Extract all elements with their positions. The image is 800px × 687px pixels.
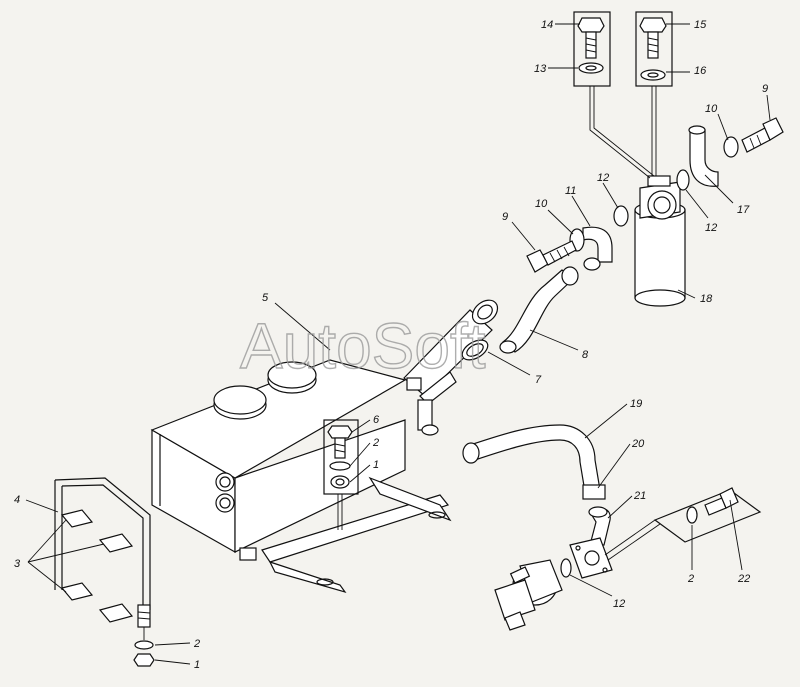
- flange: [569, 537, 613, 579]
- washer-12-right: [676, 169, 690, 191]
- fuel-tank: [150, 359, 407, 561]
- bolt-box-2-22: [604, 487, 762, 561]
- callout-10-left: 10: [535, 198, 548, 210]
- hose-19: [462, 424, 601, 493]
- callout-2-bottom: 2: [193, 638, 200, 650]
- nut-1-bottom: [133, 653, 155, 667]
- elbow-fitting-21: [588, 506, 611, 546]
- callout-19: 19: [630, 398, 642, 410]
- callout-10-right: 10: [705, 103, 718, 115]
- callout-1-tank: 1: [373, 459, 379, 471]
- washer-10-right: [723, 136, 739, 158]
- bolt-box-14-13: [573, 11, 611, 87]
- callout-12-pump: 12: [613, 598, 625, 610]
- washer-12-pump: [560, 558, 572, 578]
- fuel-pump: [494, 559, 563, 631]
- tank-bracket: [261, 476, 452, 594]
- callout-13: 13: [534, 63, 547, 75]
- callout-14: 14: [541, 19, 553, 31]
- callout-17: 17: [737, 204, 750, 216]
- callout-5: 5: [262, 292, 269, 304]
- mounting-strap: [54, 477, 151, 640]
- washer-2-bottom: [134, 640, 154, 650]
- callout-4: 4: [14, 494, 20, 506]
- callout-3: 3: [14, 558, 21, 570]
- elbow-fitting-17: [688, 125, 719, 187]
- hose-8: [499, 266, 579, 354]
- filter-18: [634, 175, 686, 307]
- callout-16: 16: [694, 65, 707, 77]
- callout-1-bottom: 1: [194, 659, 200, 671]
- bolt-9-right: [741, 117, 784, 153]
- bolt-9-left: [526, 240, 577, 273]
- callout-11: 11: [565, 185, 576, 197]
- bolt-box-15-16: [635, 11, 673, 87]
- callout-18: 18: [700, 293, 713, 305]
- callout-2-tank: 2: [372, 437, 379, 449]
- callout-9-left: 9: [502, 211, 508, 223]
- callout-12-mid: 12: [597, 172, 609, 184]
- tube-20: [582, 484, 606, 500]
- callout-6: 6: [373, 414, 380, 426]
- callout-7: 7: [535, 374, 542, 386]
- callout-8: 8: [582, 349, 589, 361]
- callout-22: 22: [737, 573, 750, 585]
- bolt-box-6-2-1: [323, 419, 359, 530]
- leader-lines: [25, 23, 771, 665]
- washer-12-mid: [613, 205, 629, 227]
- watermark: AutoSoft: [240, 310, 486, 382]
- callout-2-pump: 2: [687, 573, 694, 585]
- callout-21: 21: [633, 490, 646, 502]
- elbow-fitting-11: [582, 226, 613, 271]
- callout-labels: 14 15 13 16 9 10 17 12 12 11 10 9 18 8 7…: [14, 19, 768, 671]
- callout-12-right: 12: [705, 222, 717, 234]
- callout-9-right: 9: [762, 83, 768, 95]
- callout-20: 20: [631, 438, 645, 450]
- filler-neck: [403, 299, 499, 436]
- callout-15: 15: [694, 19, 707, 31]
